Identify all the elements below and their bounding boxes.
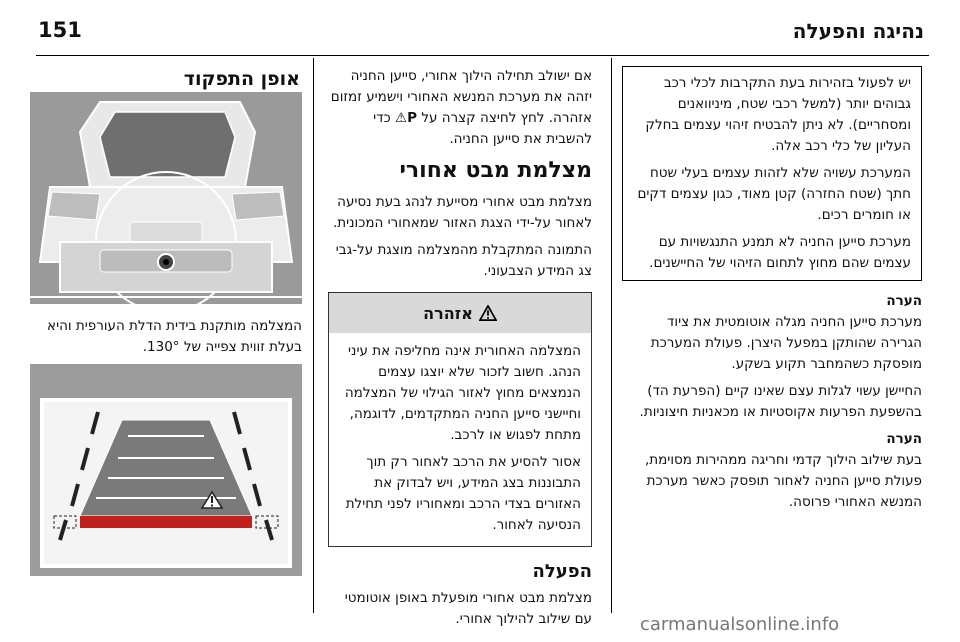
section-heading: מצלמת מבט אחורי — [399, 158, 592, 183]
caution-paragraph: מערכת סייען החניה לא תמנע התנגשויות עם ע… — [649, 234, 911, 271]
activation-heading: הפעלה — [532, 561, 592, 582]
note-paragraph: החיישן עשוי לגלות עצם שאינו קיים (הפרעת … — [639, 383, 922, 420]
function-heading: אופן התפקוד — [183, 68, 300, 90]
photo-caption: המצלמה מותקנת בידית הדלת העורפית והיא בע… — [47, 318, 302, 355]
header-rule — [36, 55, 929, 56]
right-column: יש לפעול בזהירות בעת התקרבות לכלי רכב גב… — [622, 66, 922, 519]
activation-paragraph: מצלמת מבט אחורי מופעלת באופן אוטומטי עם … — [344, 590, 592, 627]
warning-paragraph: אסור להסיע את הרכב לאחור רק תוך התבוננות… — [345, 454, 581, 533]
section-paragraph: התמונה המתקבלת מהמצלמה מוצגת על-גבי צג ה… — [335, 242, 592, 279]
warning-paragraph: המצלמה האחורית אינה מחליפה את עיני הנהג.… — [344, 343, 581, 443]
column-divider-left — [313, 58, 314, 613]
page-header: 151 נהיגה והפעלה — [0, 0, 960, 54]
intro-text: אם ישולב תחילה הילוך אחורי, סייען החניה … — [330, 68, 592, 126]
note-paragraph: מערכת סייען החניה מגלה אוטומטית את ציוד … — [650, 314, 922, 372]
caution-paragraph: יש לפעול בזהירות בעת התקרבות לכלי רכב גב… — [645, 75, 911, 154]
warning-body: המצלמה האחורית אינה מחליפה את עיני הנהג.… — [329, 333, 591, 546]
column-divider-right — [611, 58, 612, 613]
warning-header: אזהרה — [329, 293, 591, 333]
page-number: 151 — [38, 18, 82, 42]
caution-paragraph: המערכת עשויה שלא לזהות עצמים בעלי שטח חת… — [637, 165, 911, 223]
warning-title: אזהרה — [423, 303, 473, 323]
section-paragraph: מצלמת מבט אחורי מסייעת לנהג בעת נסיעה לא… — [332, 194, 592, 231]
caution-box: יש לפעול בזהירות בעת התקרבות לכלי רכב גב… — [622, 66, 922, 281]
note-title: הערה — [886, 431, 922, 447]
watermark: carmanualsonline.info — [640, 614, 840, 635]
rear-camera-display — [30, 364, 302, 576]
warning-triangle-icon — [478, 305, 497, 321]
camera-display-illustration — [30, 364, 302, 576]
chapter-title: נהיגה והפעלה — [792, 19, 924, 43]
park-assist-button-icon: P⚠ — [395, 110, 418, 126]
note-paragraph: בעת שילוב הילוך קדמי וחריגה ממהירות מסוי… — [644, 452, 922, 510]
tailgate-illustration — [30, 92, 302, 304]
middle-column: אם ישולב תחילה הילוך אחורי, סייען החניה … — [324, 66, 592, 636]
intro-text-end: כדי להשבית את סייען החניה. — [373, 110, 592, 147]
note-title: הערה — [886, 293, 922, 309]
warning-box: אזהרה המצלמה האחורית אינה מחליפה את עיני… — [328, 292, 592, 547]
tailgate-camera-photo — [30, 92, 302, 304]
intro-paragraph: אם ישולב תחילה הילוך אחורי, סייען החניה … — [324, 66, 592, 150]
